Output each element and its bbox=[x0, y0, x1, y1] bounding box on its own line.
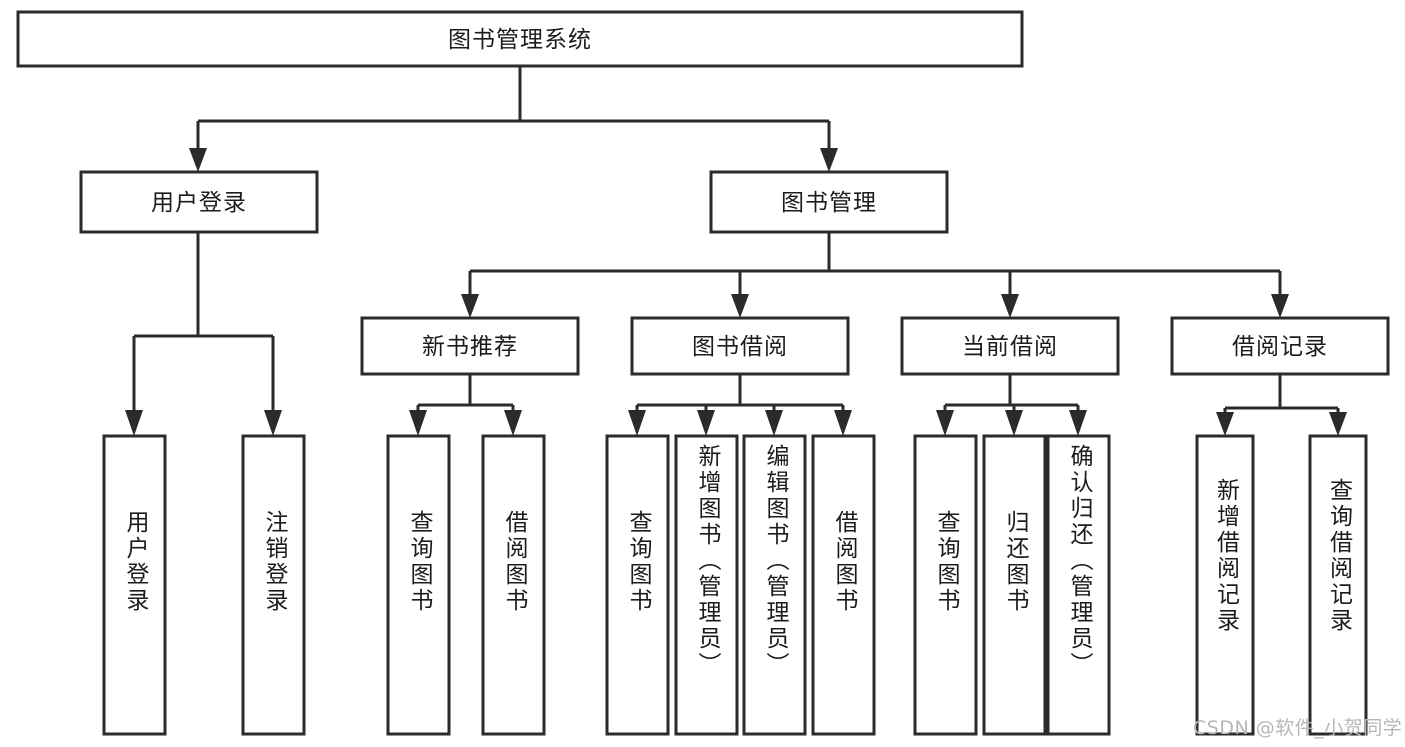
borrow-record-label: 借阅记录 bbox=[1232, 334, 1328, 360]
current-borrow-box[interactable] bbox=[900, 316, 1120, 376]
node-user-login[interactable]: 用户登录 bbox=[79, 170, 319, 234]
borrow-record-box[interactable] bbox=[1170, 316, 1390, 376]
book-management-box[interactable] bbox=[709, 170, 949, 234]
connector-bookmgmt-to-level3 bbox=[461, 232, 1289, 318]
leaf-box-confirm-return[interactable] bbox=[1046, 434, 1111, 736]
leaf-box-borrow-book-b[interactable] bbox=[811, 434, 876, 736]
leaf-box-return-book[interactable] bbox=[982, 434, 1047, 736]
user-login-box[interactable] bbox=[79, 170, 319, 234]
leaf-box-user-login[interactable] bbox=[102, 434, 167, 736]
new-book-recommend-label: 新书推荐 bbox=[422, 334, 518, 360]
leaf-box-query-record[interactable] bbox=[1308, 434, 1368, 736]
root-box[interactable] bbox=[16, 10, 1024, 68]
node-book-management[interactable]: 图书管理 bbox=[709, 170, 949, 234]
arrow-leaf-borrow-book-a bbox=[504, 410, 522, 436]
arrow-to-current-borrow bbox=[1001, 294, 1019, 318]
connector-bookborrow-to-leaves bbox=[628, 374, 852, 436]
arrow-to-user-login bbox=[189, 148, 207, 172]
arrow-to-new-book-rec bbox=[461, 294, 479, 318]
current-borrow-label: 当前借阅 bbox=[962, 334, 1058, 360]
leaf-box-logout[interactable] bbox=[241, 434, 306, 736]
leaf-box-add-book[interactable] bbox=[674, 434, 739, 736]
connector-currentborrow-to-leaves bbox=[936, 374, 1087, 436]
arrow-to-book-mgmt bbox=[820, 148, 838, 172]
node-current-borrow[interactable]: 当前借阅 bbox=[900, 316, 1120, 376]
connector-root-to-level2 bbox=[189, 66, 838, 172]
arrow-leaf-edit-book bbox=[765, 410, 783, 436]
watermark-text: CSDN @软件_小贺同学 bbox=[1193, 717, 1403, 739]
connector-borrowrecord-to-leaves bbox=[1216, 374, 1347, 436]
leaf-box-query-book-c[interactable] bbox=[913, 434, 978, 736]
arrow-leaf-query-book-a bbox=[409, 410, 427, 436]
arrow-leaf-add-book bbox=[697, 410, 715, 436]
leaf-box-query-book-a[interactable] bbox=[386, 434, 451, 736]
arrow-to-borrow-record bbox=[1271, 294, 1289, 318]
arrow-to-book-borrow bbox=[731, 294, 749, 318]
leaf-box-borrow-book-a[interactable] bbox=[481, 434, 546, 736]
node-root-system[interactable]: 图书管理系统 bbox=[16, 10, 1024, 68]
node-borrow-record[interactable]: 借阅记录 bbox=[1170, 316, 1390, 376]
arrow-leaf-borrow-book-b bbox=[834, 410, 852, 436]
arrow-leaf-logout bbox=[264, 410, 282, 436]
user-login-label: 用户登录 bbox=[151, 190, 247, 216]
book-borrow-label: 图书借阅 bbox=[692, 334, 788, 360]
new-book-recommend-box[interactable] bbox=[360, 316, 580, 376]
arrow-leaf-query-record bbox=[1329, 412, 1347, 436]
connector-newbook-to-leaves bbox=[409, 374, 522, 436]
leaf-box-query-book-b[interactable] bbox=[605, 434, 670, 736]
root-label: 图书管理系统 bbox=[448, 27, 592, 53]
leaf-box-add-record[interactable] bbox=[1195, 434, 1255, 736]
arrow-leaf-confirm-return bbox=[1069, 410, 1087, 436]
connector-userlogin-to-leaves bbox=[125, 232, 282, 436]
arrow-leaf-add-record bbox=[1216, 412, 1234, 436]
arrow-leaf-query-book-c bbox=[936, 410, 954, 436]
node-new-book-recommend[interactable]: 新书推荐 bbox=[360, 316, 580, 376]
arrow-leaf-query-book-b bbox=[628, 410, 646, 436]
book-borrow-box[interactable] bbox=[630, 316, 850, 376]
arrow-leaf-user-login bbox=[125, 410, 143, 436]
leaf-box-edit-book[interactable] bbox=[742, 434, 807, 736]
arrow-leaf-return-book bbox=[1005, 410, 1023, 436]
node-book-borrow[interactable]: 图书借阅 bbox=[630, 316, 850, 376]
book-management-label: 图书管理 bbox=[781, 190, 877, 216]
